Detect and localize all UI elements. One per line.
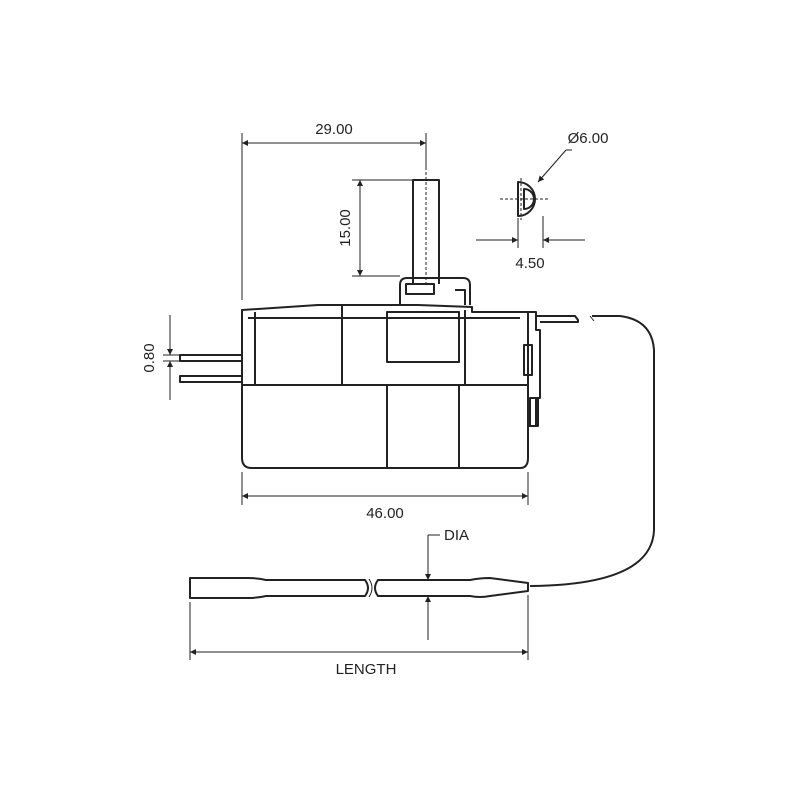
side-terminal-upper [523, 344, 533, 376]
shaft-collar [399, 277, 471, 305]
sensing-probe [189, 577, 529, 599]
capillary-break-mark [589, 315, 595, 322]
collar-slot [405, 283, 435, 295]
bushing-block [386, 311, 460, 363]
probe-break-line [368, 578, 373, 598]
terminal-pin-lower [179, 375, 243, 383]
shaft-diameter-label: Ø6.00 [568, 130, 609, 147]
dim-probe-length [189, 595, 529, 660]
diameter-leader [537, 149, 567, 183]
side-terminal-lower [529, 397, 539, 427]
dim-shaft-height [352, 179, 413, 277]
d-shaft-inner [523, 188, 535, 210]
thermostat-body [179, 172, 579, 469]
upper-housing [241, 304, 529, 386]
probe-right-section [374, 577, 529, 598]
probe-left-section [189, 577, 369, 599]
capillary [529, 315, 655, 587]
lower-housing [241, 385, 529, 469]
probe-diameter-label: DIA [444, 527, 469, 544]
collar-tab [455, 289, 466, 305]
body-width-label: 46.00 [366, 505, 404, 522]
probe-length-label: LENGTH [336, 661, 397, 678]
dim-probe-diameter [425, 534, 440, 640]
terminal-thickness-label: 0.80 [141, 343, 158, 372]
dim-body-width [241, 472, 529, 505]
shaft-section-detail [476, 149, 585, 248]
dim-terminal-thickness [163, 315, 180, 400]
shaft-offset-label: 29.00 [315, 121, 353, 138]
dim-shaft-offset [241, 133, 427, 300]
shaft-height-label: 15.00 [337, 209, 354, 247]
capillary-tube [529, 315, 655, 587]
flat-width-label: 4.50 [515, 255, 544, 272]
capillary-stub [536, 315, 579, 323]
terminal-pin-upper [179, 354, 243, 362]
